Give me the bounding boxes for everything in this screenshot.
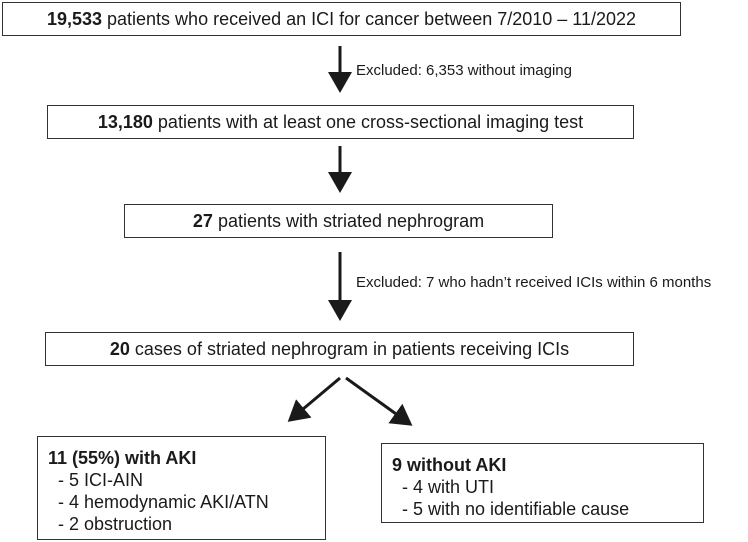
step-2-count: 13,180: [97, 112, 153, 132]
outcome-aki-list: - 5 ICI-AIN - 4 hemodynamic AKI/ATN - 2 …: [48, 469, 325, 535]
flow-step-2: 13,180 patients with at least one cross-…: [47, 105, 634, 139]
list-item: - 4 hemodynamic AKI/ATN: [58, 492, 269, 512]
arrow-to-aki: [287, 376, 341, 422]
step-4-count: 20: [109, 339, 130, 359]
step-3-text: patients with striated nephrogram: [212, 211, 485, 231]
outcome-no-aki-list: - 4 with UTI - 5 with no identifiable ca…: [392, 476, 703, 520]
exclusion-note-1: Excluded: 6,353 without imaging: [356, 62, 572, 79]
flow-step-4: 20 cases of striated nephrogram in patie…: [45, 332, 634, 366]
step-3-count: 27: [192, 211, 213, 231]
flow-step-1: 19,533 patients who received an ICI for …: [2, 2, 681, 36]
step-1-text: patients who received an ICI for cancer …: [102, 9, 637, 29]
list-item: - 5 ICI-AIN: [58, 470, 144, 490]
outcome-aki-box: 11 (55%) with AKI - 5 ICI-AIN - 4 hemody…: [37, 436, 326, 540]
step-4-text: cases of striated nephrogram in patients…: [129, 339, 570, 359]
step-1-count: 19,533: [46, 9, 103, 29]
outcome-no-aki-box: 9 without AKI - 4 with UTI - 5 with no i…: [381, 443, 704, 523]
outcome-aki-title: 11 (55%) with AKI: [48, 448, 197, 468]
step-2-text: patients with at least one cross-section…: [152, 112, 584, 132]
list-item: - 2 obstruction: [58, 514, 173, 534]
arrow-to-no-aki: [345, 376, 413, 426]
list-item: - 4 with UTI: [402, 477, 495, 497]
outcome-no-aki-title: 9 without AKI: [392, 455, 507, 475]
flow-step-3: 27 patients with striated nephrogram: [124, 204, 553, 238]
list-item: - 5 with no identifiable cause: [402, 499, 630, 519]
exclusion-note-2: Excluded: 7 who hadn’t received ICIs wit…: [356, 274, 712, 291]
